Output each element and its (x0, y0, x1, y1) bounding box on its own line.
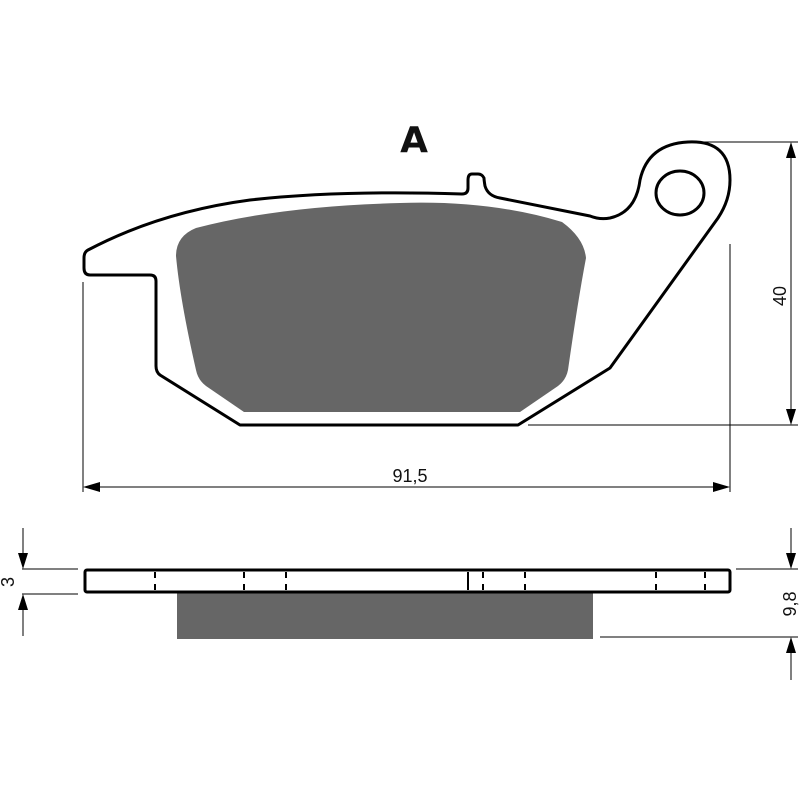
total-thickness-label: 9,8 (780, 591, 800, 616)
front-view (82, 140, 732, 427)
height-dimension: 40 (528, 141, 798, 426)
height-label: 40 (770, 286, 790, 306)
view-title: A (400, 120, 428, 161)
total-thickness-dimension: 9,8 (600, 528, 800, 680)
side-view (83, 568, 732, 639)
backplate-thickness-label: 3 (0, 577, 18, 587)
mounting-hole (654, 169, 706, 217)
width-dimension: 91,5 (82, 244, 731, 492)
side-friction-material (177, 592, 593, 639)
side-backing-plate (83, 568, 732, 594)
width-label: 91,5 (392, 466, 427, 486)
hidden-lines (154, 572, 706, 590)
backplate-thickness-dimension: 3 (0, 528, 78, 636)
friction-material (176, 202, 586, 412)
